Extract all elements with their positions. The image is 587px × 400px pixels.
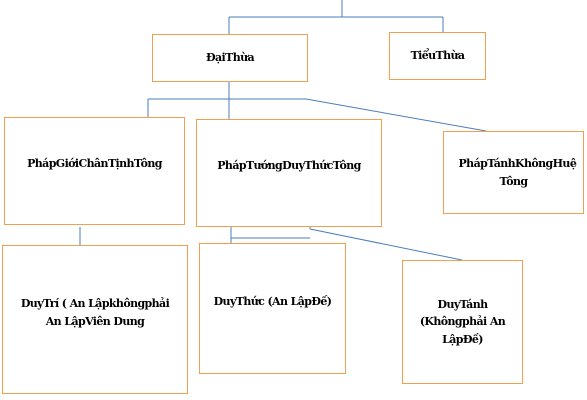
node-phap-tuong-label: PhápTướngDuyThứcTông xyxy=(217,159,361,173)
node-dai-thua: ĐạiThừa xyxy=(152,34,308,82)
node-duy-tanh-label: DuyTánh (Khôngphải An LậpĐế) xyxy=(419,297,506,346)
node-phap-gioi-label: PhápGiớiChânTịnhTông xyxy=(27,157,162,171)
node-duy-thuc: DuyThức (An LậpĐế) xyxy=(199,243,346,374)
node-duy-thuc-label: DuyThức (An LậpĐế) xyxy=(213,294,332,308)
node-tieu-thua-label: TiểuThừa xyxy=(410,49,465,63)
node-duy-tri-label: DuyTrí ( An Lậpkhôngphải An LậpViên Dung xyxy=(20,296,170,328)
connector-to-duy-tanh xyxy=(309,228,463,261)
node-duy-tanh: DuyTánh (Khôngphải An LậpĐế) xyxy=(402,260,523,384)
node-tieu-thua: TiểuThừa xyxy=(389,32,486,80)
node-phap-gioi: PhápGiớiChânTịnhTông xyxy=(4,117,185,225)
node-phap-tanh-label: PhápTánhKhôngHuệ Tông xyxy=(458,156,577,188)
connector-to-phap-tanh xyxy=(305,98,487,132)
node-duy-tri: DuyTrí ( An Lậpkhôngphải An LậpViên Dung xyxy=(2,245,188,394)
node-phap-tanh: PhápTánhKhôngHuệ Tông xyxy=(443,131,584,214)
node-phap-tuong: PhápTướngDuyThứcTông xyxy=(196,119,382,227)
node-dai-thua-label: ĐạiThừa xyxy=(205,51,255,65)
